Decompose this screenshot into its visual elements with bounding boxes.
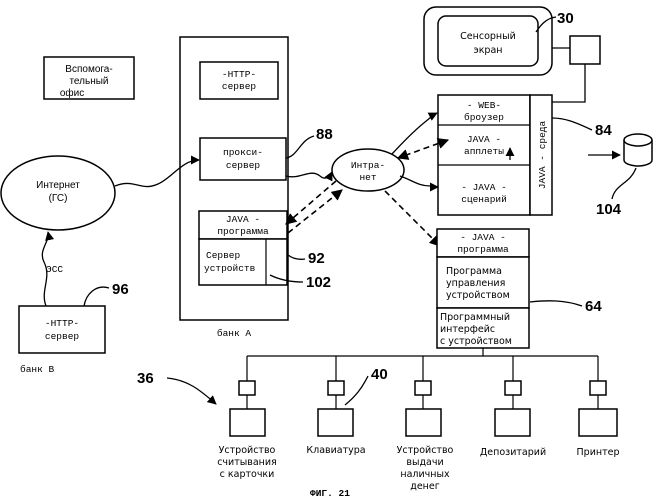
device-interface-label-2: интерфейс — [440, 324, 495, 335]
svg-text:сервер: сервер — [222, 81, 257, 92]
svg-text:сервер: сервер — [226, 160, 261, 171]
ref-96-leader — [84, 287, 109, 306]
device-label-cash-dispenser: Устройство выдачи наличных денег — [397, 445, 454, 492]
card-reader-device — [230, 409, 265, 436]
svg-text:апплеты: апплеты — [464, 146, 504, 157]
proxy-server: прокси- сервер — [200, 138, 286, 180]
ref-102: 102 — [306, 274, 331, 291]
svg-text:Принтер: Принтер — [577, 447, 620, 458]
touch-screen-label-2: экран — [473, 45, 502, 56]
svg-text:Депозитарий: Депозитарий — [480, 447, 546, 458]
java-program-a: JAVA - программа — [199, 211, 287, 239]
svg-text:с карточки: с карточки — [220, 469, 275, 480]
bank-a-label: банк А — [217, 328, 252, 339]
java-program-b-label-2: программа — [457, 244, 509, 255]
touch-screen: Сенсорный экран — [424, 7, 552, 75]
touch-screen-label-1: Сенсорный — [460, 31, 516, 42]
svg-text:Интра-: Интра- — [351, 160, 385, 171]
java-env-label: JAVA - среда — [537, 121, 548, 190]
device-label-card-reader: Устройство считывания с карточки — [217, 445, 277, 480]
ref-92: 92 — [308, 250, 325, 267]
ref-88: 88 — [316, 126, 333, 143]
ref-84-leader — [552, 118, 592, 130]
back-office-label-2: тельный — [69, 76, 108, 87]
svg-text:Устройство: Устройство — [397, 445, 454, 456]
intranet-to-browser-link — [392, 113, 437, 154]
device-bus — [230, 348, 617, 436]
svg-text:Клавиатура: Клавиатура — [306, 445, 365, 456]
svg-text:- JAVA -: - JAVA - — [461, 182, 507, 193]
device-control-label-1: Программа — [446, 266, 502, 277]
java-a-to-intranet-link — [288, 190, 342, 233]
svg-text:-HTTP-: -HTTP- — [45, 318, 79, 329]
java-program-b-label-1: - JAVA - — [460, 232, 506, 243]
proxy-to-intranet-link — [286, 172, 332, 178]
printer-device — [579, 409, 617, 436]
back-office-label-3: офис — [60, 87, 84, 99]
svg-text:- WEB-: - WEB- — [467, 100, 501, 111]
java-scenario: - JAVA - сценарий — [461, 182, 507, 205]
svg-text:Сервер: Сервер — [206, 250, 241, 261]
ref-84: 84 — [595, 122, 612, 139]
device-interface-label-1: Программный — [440, 312, 510, 323]
svg-text:устройств: устройств — [204, 263, 256, 274]
svg-text:наличных: наличных — [400, 469, 450, 480]
svg-text:(ГС): (ГС) — [49, 193, 68, 204]
device-label-printer: Принтер — [577, 447, 620, 458]
svg-text:JAVA -: JAVA - — [467, 134, 501, 145]
ref-104-leader — [612, 168, 636, 199]
svg-text:нет: нет — [359, 172, 376, 183]
device-stack: - JAVA - программа Программа управления … — [437, 229, 529, 348]
ref-64: 64 — [585, 298, 602, 315]
svg-text:-HTTP-: -HTTP- — [222, 69, 256, 80]
svg-text:броузер: броузер — [464, 112, 504, 123]
cash-dispenser-device — [406, 409, 441, 436]
device-control-label-3: устройством — [446, 290, 510, 301]
back-office-box: Вспомога- тельный офис — [44, 57, 134, 99]
depository-device — [495, 409, 530, 436]
bank-b-label: банк В — [20, 364, 55, 375]
device-control-label-2: управления — [446, 278, 505, 289]
svg-text:программа: программа — [217, 226, 269, 237]
device-label-depository: Депозитарий — [480, 447, 546, 458]
ref-36: 36 — [137, 370, 154, 387]
keyboard-device — [318, 409, 353, 436]
esc-label: ЭСС — [46, 264, 63, 275]
intranet-to-scenario-link — [400, 176, 438, 187]
svg-text:Интернет: Интернет — [36, 180, 80, 191]
svg-text:Устройство: Устройство — [219, 445, 276, 456]
internet-cloud: Интернет (ГС) — [1, 156, 115, 230]
intranet-to-java-b-link — [385, 191, 440, 246]
ref-36-arrow — [167, 378, 216, 404]
ref-88-leader — [286, 136, 314, 158]
intranet-cloud: Интра- нет — [332, 149, 404, 191]
intranet-to-java-a-link — [286, 181, 336, 224]
ref-96: 96 — [112, 281, 129, 298]
back-office-label-1: Вспомога- — [65, 64, 112, 75]
figure-caption: ФИГ. 21 — [310, 488, 350, 499]
device-server: Сервер устройств — [199, 239, 287, 285]
svg-text:JAVA -: JAVA - — [226, 214, 260, 225]
ref-30: 30 — [557, 10, 574, 27]
touch-screen-connector — [570, 36, 600, 64]
device-label-keyboard: Клавиатура — [306, 445, 365, 456]
device-interface-label-3: с устройством — [440, 336, 512, 347]
svg-text:сценарий: сценарий — [461, 194, 507, 205]
svg-text:сервер: сервер — [45, 331, 80, 342]
storage-cylinder — [624, 134, 652, 166]
svg-text:считывания: считывания — [217, 457, 277, 468]
svg-text:денег: денег — [410, 481, 439, 492]
svg-text:выдачи: выдачи — [406, 457, 443, 468]
http-server-b: -HTTP- сервер — [19, 306, 105, 353]
ref-104: 104 — [596, 201, 622, 218]
ref-40: 40 — [371, 366, 388, 383]
ref-64-leader — [530, 301, 582, 306]
ref-92-leader — [288, 255, 305, 259]
svg-text:прокси-: прокси- — [223, 147, 263, 158]
ref-40-leader — [345, 376, 368, 405]
http-server-a: -HTTP- сервер — [200, 62, 278, 99]
